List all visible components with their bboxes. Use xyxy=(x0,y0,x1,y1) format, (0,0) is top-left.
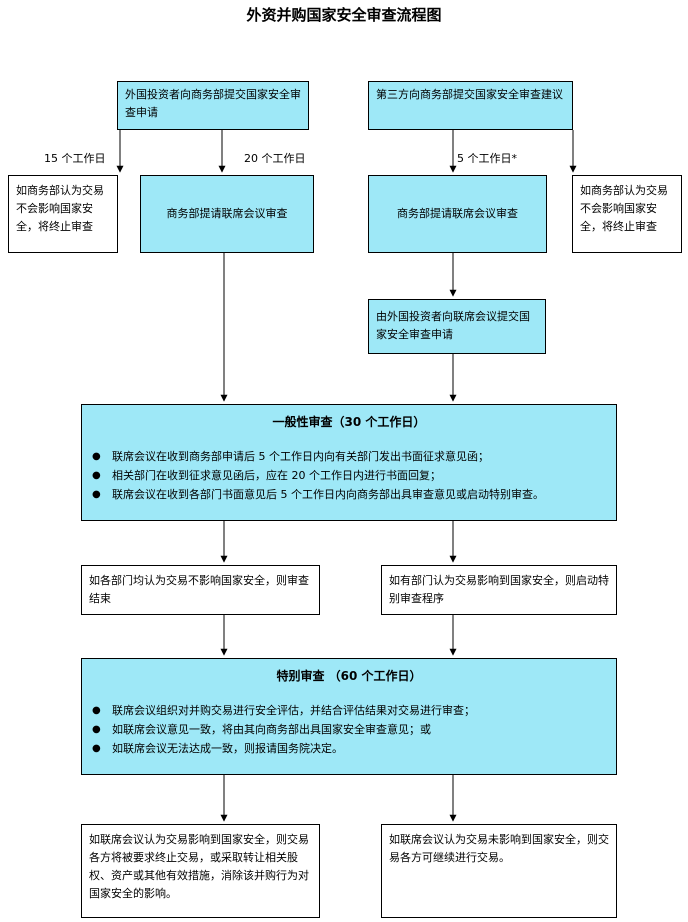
special-review-box: 特别审查 （60 个工作日） 联席会议组织对并购交易进行安全评估，并结合评估结果… xyxy=(81,658,617,775)
special-review-title: 特别审查 （60 个工作日） xyxy=(276,669,422,683)
special-review-item: 联席会议组织对并购交易进行安全评估，并结合评估结果对交易进行审查； xyxy=(92,701,616,720)
special-review-item: 如联席会议意见一致，将由其向商务部出具国家安全审查意见；或 xyxy=(92,720,616,739)
review-ends-box: 如各部门均认为交易不影响国家安全，则审查结束 xyxy=(81,565,320,615)
general-review-box: 一般性审查（30 个工作日） 联席会议在收到商务部申请后 5 个工作日内向有关部… xyxy=(81,404,617,521)
mofcom-request-left-box: 商务部提请联席会议审查 xyxy=(140,175,314,253)
general-review-item: 相关部门在收到征求意见函后，应在 20 个工作日内进行书面回复； xyxy=(92,466,616,485)
general-review-list: 联席会议在收到商务部申请后 5 个工作日内向有关部门发出书面征求意见函； 相关部… xyxy=(82,447,616,504)
label-20-days-left: 20 个工作日 xyxy=(244,152,306,165)
special-review-start-box: 如有部门认为交易影响到国家安全，则启动特别审查程序 xyxy=(381,565,617,615)
page-title: 外资并购国家安全审查流程图 xyxy=(246,6,442,24)
mofcom-request-right-box: 商务部提请联席会议审查 xyxy=(368,175,547,253)
label-5-days: 5 个工作日* xyxy=(457,152,517,165)
mofcom-terminate-right-box: 如商务部认为交易不会影响国家安全，将终止审查 xyxy=(572,175,682,253)
general-review-item: 联席会议在收到各部门书面意见后 5 个工作日内向商务部出具审查意见或启动特别审查… xyxy=(92,485,616,504)
label-15-days: 15 个工作日 xyxy=(44,152,106,165)
special-review-list: 联席会议组织对并购交易进行安全评估，并结合评估结果对交易进行审查； 如联席会议意… xyxy=(82,701,616,758)
foreign-investor-apply-box: 外国投资者向商务部提交国家安全审查申请 xyxy=(117,81,309,130)
result-no-impact-box: 如联席会议认为交易未影响到国家安全，则交易各方可继续进行交易。 xyxy=(381,824,617,918)
special-review-item: 如联席会议无法达成一致，则报请国务院决定。 xyxy=(92,739,616,758)
investor-apply-joint-box: 由外国投资者向联席会议提交国家安全审查申请 xyxy=(368,299,546,354)
result-impact-box: 如联席会议认为交易影响到国家安全，则交易各方将被要求终止交易，或采取转让相关股权… xyxy=(81,824,320,918)
general-review-title: 一般性审查（30 个工作日） xyxy=(272,415,426,429)
third-party-suggest-box: 第三方向商务部提交国家安全审查建议 xyxy=(368,81,573,130)
general-review-item: 联席会议在收到商务部申请后 5 个工作日内向有关部门发出书面征求意见函； xyxy=(92,447,616,466)
mofcom-terminate-left-box: 如商务部认为交易不会影响国家安全，将终止审查 xyxy=(8,175,118,253)
